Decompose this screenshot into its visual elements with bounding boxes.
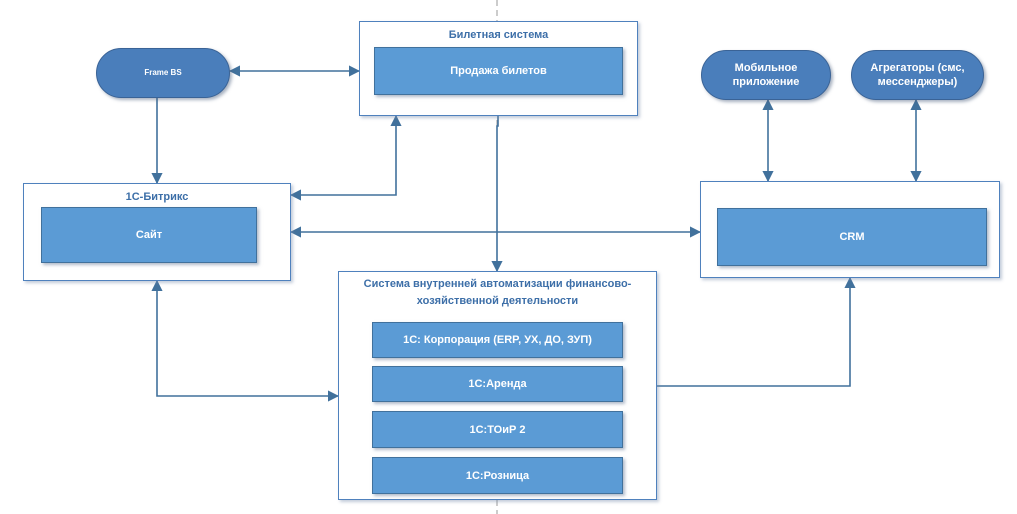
site-box: Сайт xyxy=(41,207,257,263)
module-retail: 1С:Розница xyxy=(372,457,623,494)
crm-container: CRM xyxy=(700,181,1000,278)
bitrix-title: 1С-Битрикс xyxy=(125,191,189,203)
link-finance-crm xyxy=(657,276,856,387)
mobile-app-node: Мобильное приложение xyxy=(701,50,831,100)
aggregators-label: Агрегаторы (смс, мессенджеры) xyxy=(870,62,965,88)
bitrix-container: 1С-Битрикс Сайт xyxy=(23,183,291,281)
link-ticket-bitrix xyxy=(289,114,402,201)
aggregators-node: Агрегаторы (смс, мессенджеры) xyxy=(851,50,984,100)
crm-box: CRM xyxy=(717,208,987,266)
frame-bs-node: Frame BS xyxy=(96,48,230,98)
module-corporation: 1С: Корпорация (ERP, УХ, ДО, ЗУП) xyxy=(372,322,623,358)
module-toir: 1С:ТОиР 2 xyxy=(372,411,623,448)
link-bitrix-finance xyxy=(151,279,340,402)
mobile-app-label: Мобильное приложение xyxy=(732,62,800,88)
finance-system-container: Система внутренней автоматизации финансо… xyxy=(338,271,657,500)
ticket-system-container: Билетная система Продажа билетов xyxy=(359,21,638,116)
finance-system-title: Система внутренней автоматизации финансо… xyxy=(363,278,632,307)
module-rent: 1С:Аренда xyxy=(372,366,623,402)
link-ticket-finance xyxy=(491,116,503,273)
frame-bs-label: Frame BS xyxy=(144,68,182,77)
ticket-system-title: Билетная система xyxy=(448,29,549,41)
ticket-sales-box: Продажа билетов xyxy=(374,47,623,95)
